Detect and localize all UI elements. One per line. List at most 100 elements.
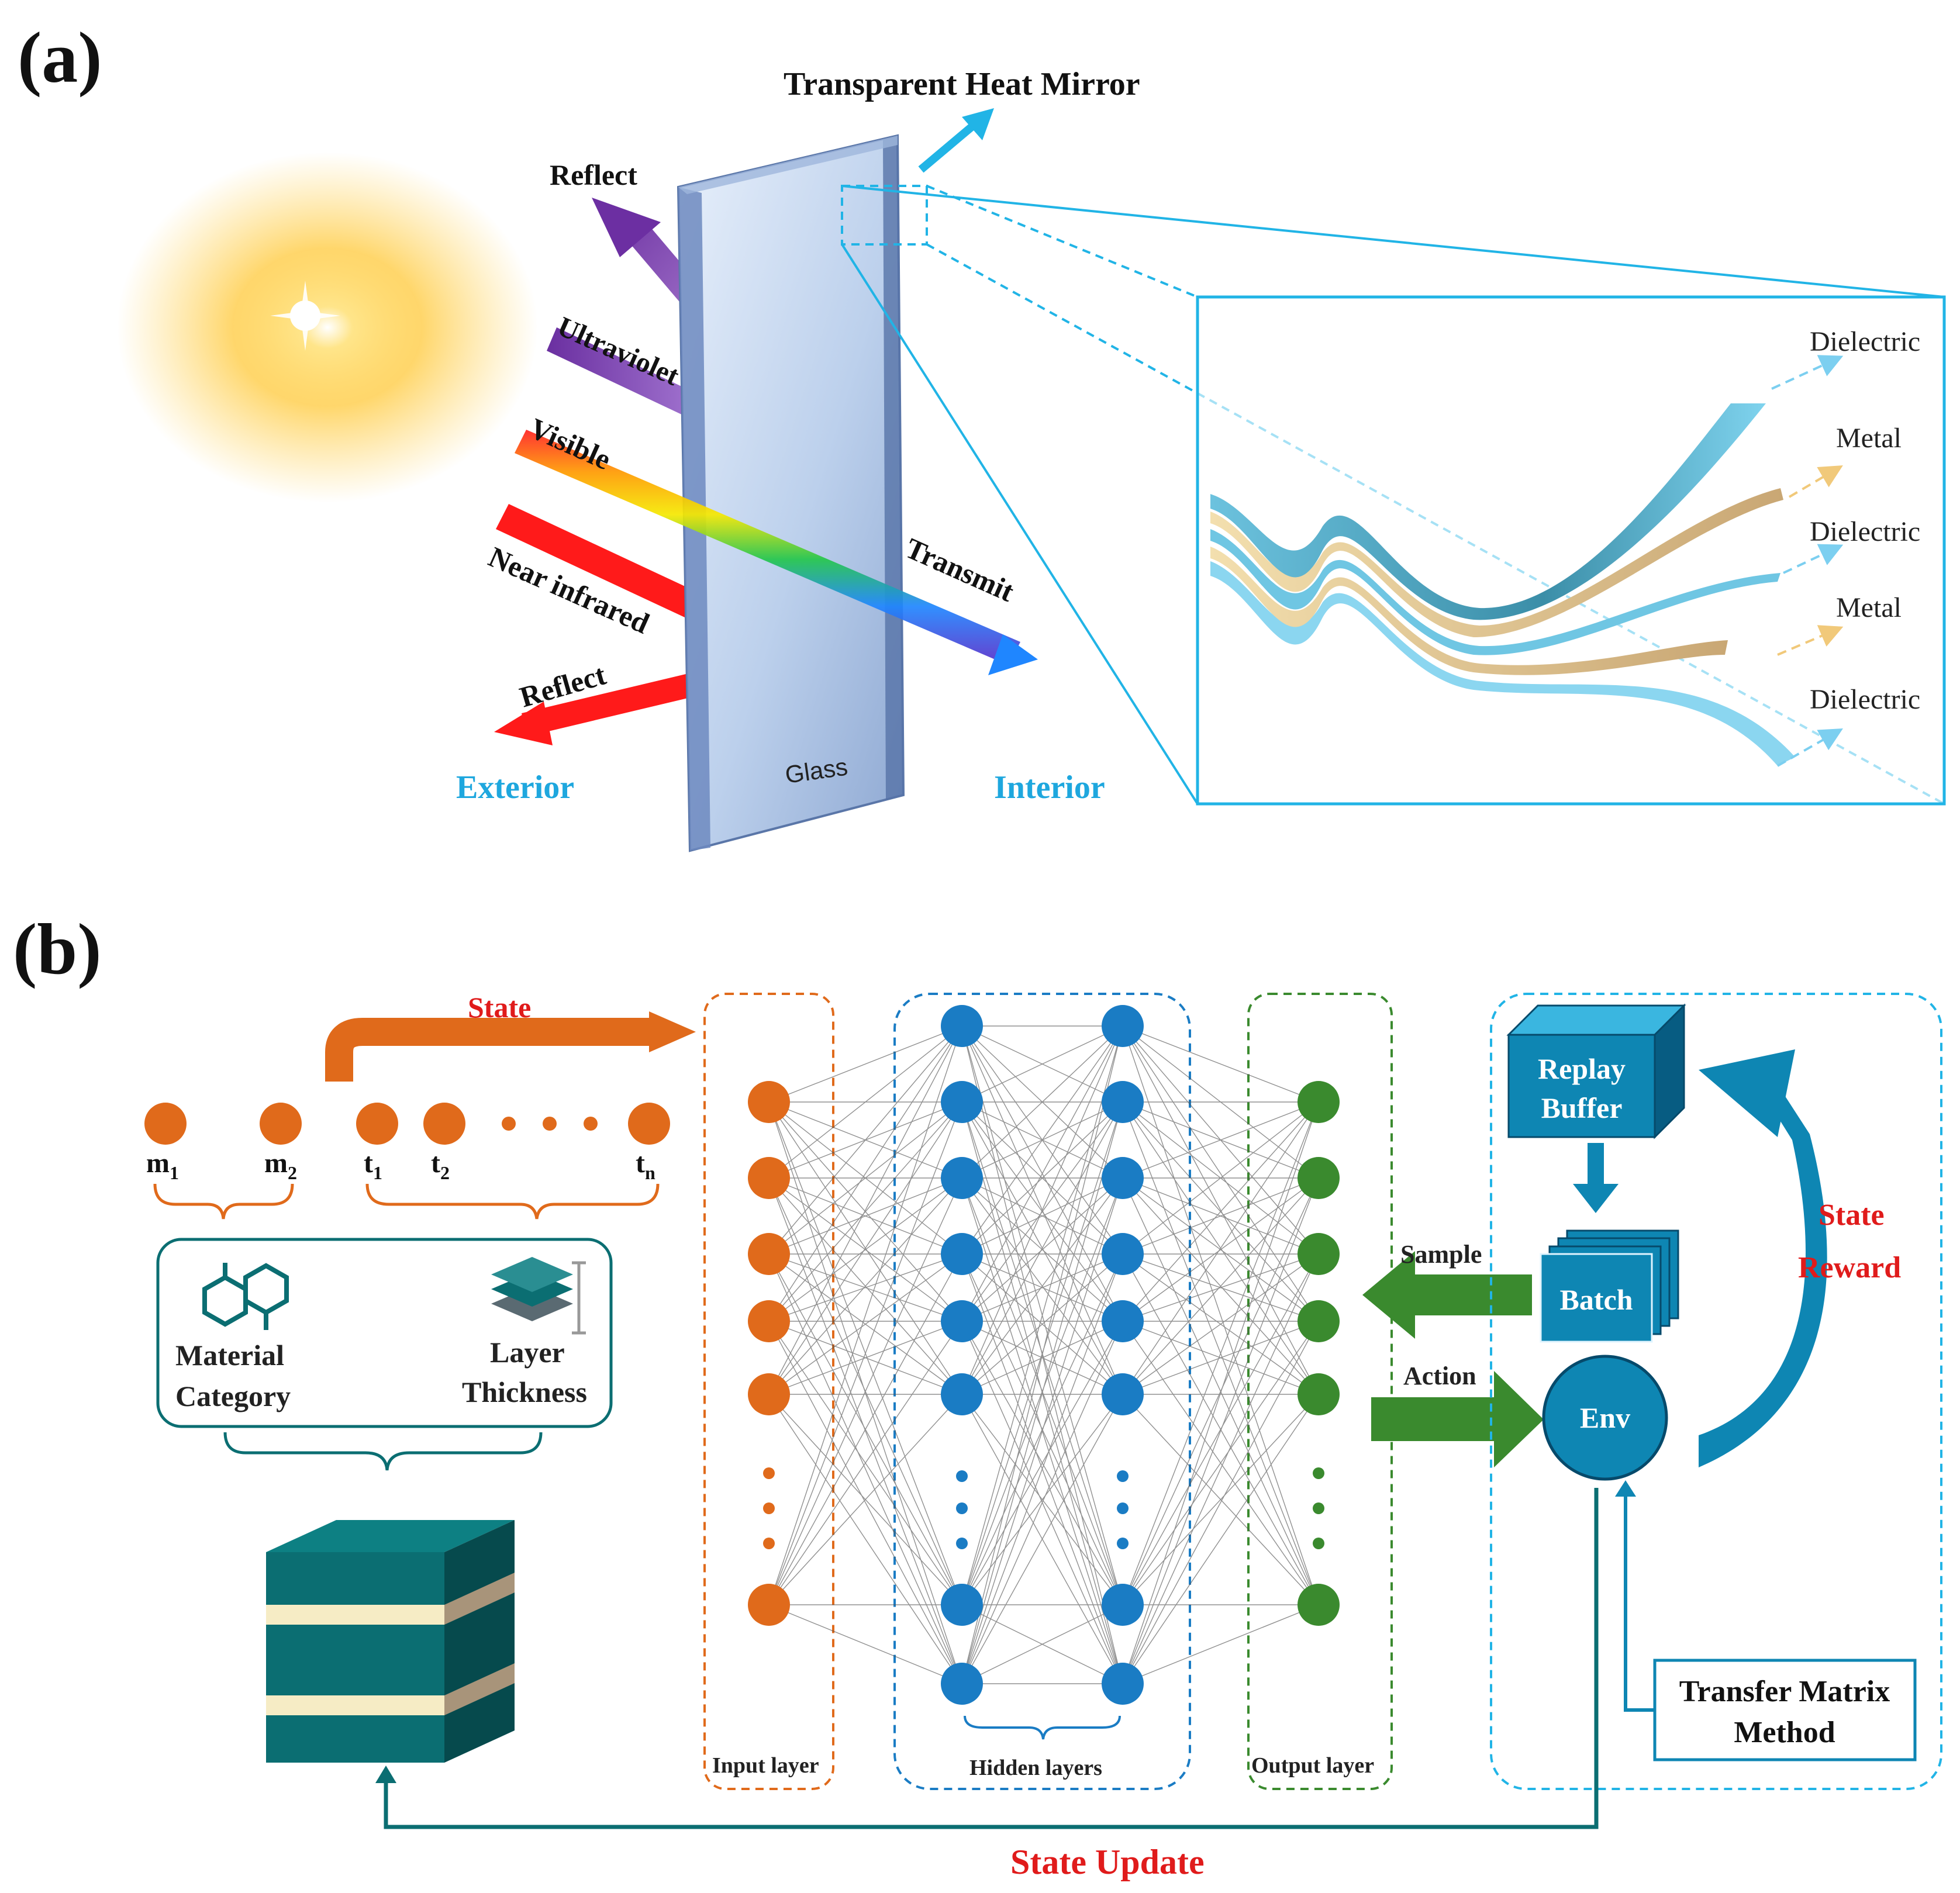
node-m2 <box>260 1103 302 1145</box>
hidden2-ellipsis-dot <box>1117 1538 1129 1549</box>
network-edge <box>961 1025 1123 1103</box>
state-label: State <box>468 991 531 1024</box>
network-edge <box>768 1025 962 1103</box>
layer-label-2: Metal <box>1836 423 1902 454</box>
network-edge <box>1122 1253 1319 1322</box>
network-edge <box>961 1177 1123 1255</box>
network-edge <box>768 1025 962 1255</box>
hidden2-neuron <box>1102 1300 1144 1342</box>
batch-label: Batch <box>1560 1283 1633 1316</box>
orange-braces <box>153 1183 660 1220</box>
env-label: Env <box>1580 1401 1630 1434</box>
network-edge <box>768 1025 962 1179</box>
network-edge <box>1122 1177 1319 1322</box>
network-edge <box>1122 1253 1319 1605</box>
hidden1-neuron <box>941 1663 983 1705</box>
hidden1-neuron <box>941 1373 983 1415</box>
network-edge <box>768 1025 962 1395</box>
network-edge <box>768 1101 962 1255</box>
layer-thickness-line1: Layer <box>490 1336 565 1369</box>
hidden1-ellipsis-dot <box>956 1470 968 1482</box>
network-edge <box>768 1321 962 1605</box>
rl-agent-box <box>1490 993 1942 1790</box>
output-layer-box <box>1247 993 1393 1790</box>
output-layer-label: Output layer <box>1251 1753 1374 1778</box>
network-edge <box>768 1177 962 1255</box>
network-edge <box>768 1321 962 1684</box>
panel-b-label: (b) <box>13 909 102 989</box>
batch-icon <box>1540 1229 1679 1343</box>
network-edge <box>961 1025 1123 1255</box>
network-edge <box>1122 1394 1319 1684</box>
hidden1-neuron <box>941 1005 983 1047</box>
t1-label: t1 <box>364 1148 382 1183</box>
env-node <box>1542 1355 1668 1481</box>
network-edge <box>768 1253 962 1322</box>
transfer-matrix-line2: Method <box>1734 1716 1835 1749</box>
transfer-matrix-line1: Transfer Matrix <box>1679 1675 1890 1708</box>
network-edge <box>768 1253 962 1605</box>
output-neuron <box>1298 1233 1340 1275</box>
network-edge <box>1122 1025 1319 1605</box>
network-edge <box>961 1394 1123 1605</box>
network-edge <box>961 1321 1123 1395</box>
network-edge <box>961 1321 1123 1605</box>
network-edge <box>1122 1101 1319 1255</box>
input-neuron <box>748 1300 790 1342</box>
material-category-line2: Category <box>175 1380 291 1412</box>
panel-a-label: (a) <box>18 18 102 98</box>
network-edge <box>961 1177 1123 1684</box>
network-edge <box>768 1101 962 1322</box>
network-edge <box>1122 1394 1319 1605</box>
network-edge <box>1122 1101 1319 1179</box>
hidden2-neuron <box>1102 1157 1144 1199</box>
network-edge <box>768 1177 962 1605</box>
glass-pane <box>677 134 905 852</box>
input-ellipsis-dot <box>763 1538 775 1549</box>
network-edge <box>1122 1321 1319 1605</box>
network-edge <box>1122 1321 1319 1395</box>
input-layer-box <box>703 993 834 1790</box>
hidden2-neuron <box>1102 1373 1144 1415</box>
hidden2-neuron <box>1102 1233 1144 1275</box>
network-edge <box>1122 1177 1319 1684</box>
hidden1-neuron <box>941 1300 983 1342</box>
teal-brace <box>223 1432 543 1471</box>
network-edge <box>961 1025 1123 1395</box>
hidden2-ellipsis-dot <box>1117 1502 1129 1514</box>
network-edge <box>961 1394 1123 1684</box>
network-edge <box>961 1321 1123 1684</box>
hidden2-neuron <box>1102 1005 1144 1047</box>
network-edge <box>961 1177 1123 1322</box>
replay-buffer-line1: Replay <box>1538 1052 1626 1085</box>
state-update-arrow <box>375 1488 1599 1829</box>
network-edge <box>961 1025 1123 1605</box>
hidden2-neuron <box>1102 1584 1144 1626</box>
network-edge <box>768 1025 962 1322</box>
action-arrow <box>1371 1371 1544 1467</box>
state-reward-line1: State <box>1818 1198 1885 1232</box>
input-neuron <box>748 1233 790 1275</box>
hidden1-ellipsis-dot <box>956 1502 968 1514</box>
network-edge <box>1122 1025 1319 1322</box>
exterior-label: Exterior <box>456 769 574 806</box>
network-connections <box>768 1025 1319 1684</box>
state-reward-line2: Reward <box>1798 1251 1901 1284</box>
m2-label: m2 <box>264 1148 297 1183</box>
network-edge <box>768 1253 962 1395</box>
input-layer-label: Input layer <box>712 1753 819 1778</box>
node-t1 <box>356 1103 398 1145</box>
network-edge <box>768 1101 962 1395</box>
network-edge <box>961 1025 1123 1179</box>
network-edge <box>1122 1101 1319 1684</box>
network-edge <box>768 1177 962 1684</box>
hidden-brace <box>964 1715 1121 1740</box>
network-edge <box>1122 1025 1319 1395</box>
network-edge <box>961 1253 1123 1684</box>
t2-label: t2 <box>431 1148 450 1183</box>
network-edge <box>1122 1177 1319 1255</box>
network-edge <box>961 1101 1123 1322</box>
network-edge <box>768 1101 962 1605</box>
panel-a-title: Transparent Heat Mirror <box>784 66 1140 102</box>
layer-label-1: Dielectric <box>1810 326 1920 357</box>
